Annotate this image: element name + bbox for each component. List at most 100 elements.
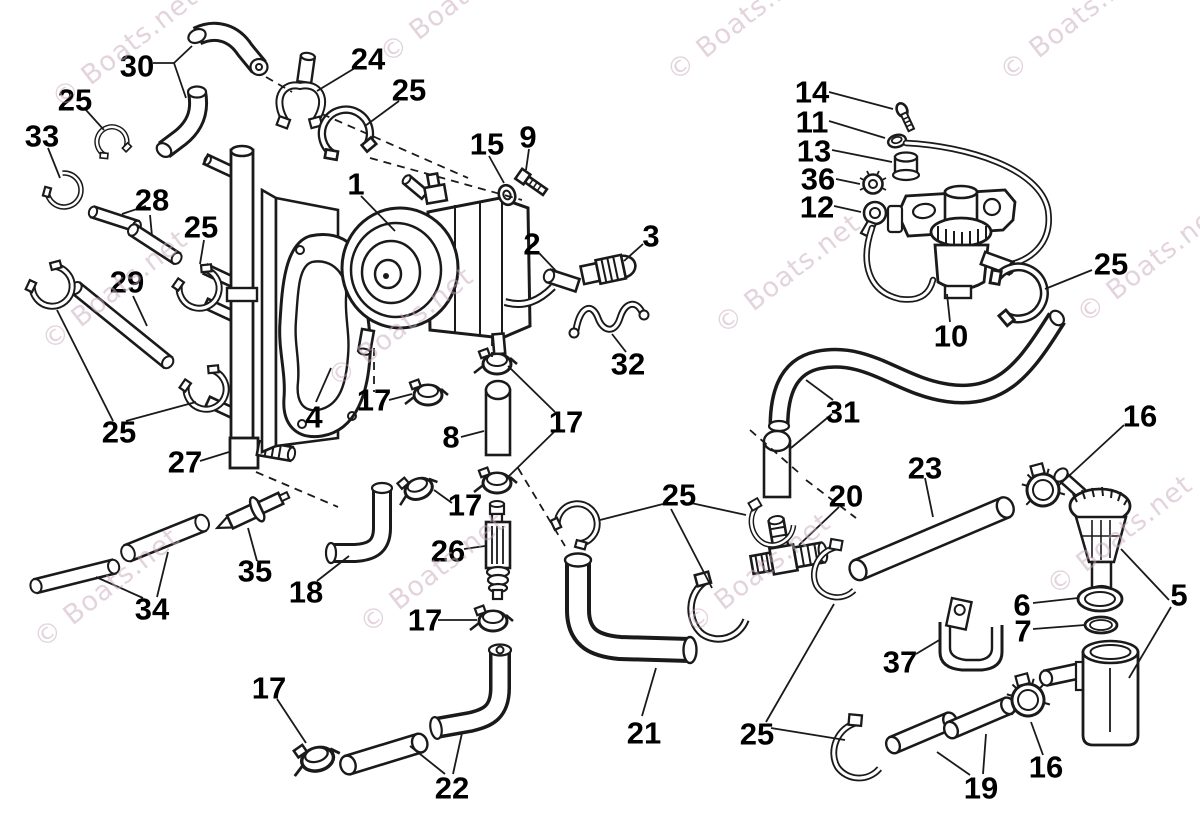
part-bolt-9 [513,166,549,197]
part-label-26: 26 [431,534,465,569]
spring-clamp-25 [548,494,607,552]
part-hose-22 [429,643,513,740]
part-label-7: 7 [1014,614,1031,649]
part-label-23: 23 [908,451,942,486]
part-label-16: 16 [1123,399,1157,434]
copyright-watermark: © Boats.net [36,224,194,357]
part-label-24: 24 [351,42,386,77]
copyright-watermark: © Boats.net [374,0,532,70]
part-label-22: 22 [435,771,469,806]
part-tube-22 [339,732,429,776]
part-wire-clip-32 [568,300,650,339]
part-label-25: 25 [740,717,774,752]
part-label-17: 17 [408,603,442,638]
part-tube-34a [29,558,121,595]
part-label-17: 17 [252,671,286,706]
drawing-layer [23,21,1172,780]
copyright-watermark: © Boats.net [709,208,867,341]
part-hose-30b [155,85,208,158]
part-ring-6 [1076,585,1124,613]
part-label-17: 17 [549,405,583,440]
part-filter-bowl-5 [1038,639,1140,747]
clamp-17 [403,378,450,407]
part-label-5: 5 [1170,578,1187,613]
part-tube-31 [762,429,792,499]
part-bracket-37 [938,596,1004,672]
part-label-4: 4 [305,400,323,435]
part-hose-31 [767,309,1066,433]
part-fuel-line-2 [503,268,582,309]
copyright-watermark: © Boats.net [994,0,1152,88]
part-label-16: 16 [1029,750,1063,785]
part-tube-19b [942,696,1017,740]
part-label-33: 33 [25,119,59,154]
part-check-valve-35 [214,490,291,531]
part-label-8: 8 [442,420,459,455]
part-label-31: 31 [826,395,860,430]
copyright-watermark: © Boats.net [1071,197,1200,330]
part-o-ring-7 [1083,615,1119,635]
alignment-dashes [255,76,857,547]
part-label-37: 37 [883,645,917,680]
part-wire-loop [902,139,1052,270]
part-label-25: 25 [1094,247,1128,282]
part-c-clip-33 [41,170,84,210]
part-label-21: 21 [627,716,661,751]
clamp-17 [468,604,515,633]
part-hose-21 [563,552,698,665]
part-label-30: 30 [120,49,154,84]
part-bushing-13 [891,151,921,182]
part-label-15: 15 [470,127,504,162]
part-label-19: 19 [964,771,998,806]
part-wire-ground [863,224,937,303]
band-clamp-25 [832,713,884,780]
part-label-17: 17 [448,488,482,523]
part-label-27: 27 [168,445,202,480]
part-tube-29 [69,281,175,370]
part-label-20: 20 [829,479,863,514]
part-label-17: 17 [357,383,391,418]
part-label-14: 14 [795,75,830,110]
part-tube-23 [848,496,1015,582]
part-elbow-hose-18 [324,481,394,565]
part-label-11: 11 [796,105,829,140]
leader-lines [47,45,1172,776]
part-nut-36 [859,170,887,195]
part-label-29: 29 [110,265,144,300]
part-fuel-pump-1 [340,171,532,356]
part-label-25: 25 [58,83,92,118]
part-label-32: 32 [611,347,645,382]
part-label-18: 18 [289,575,323,610]
part-label-36: 36 [801,162,835,197]
part-tube-34b [120,513,210,563]
part-elbow-27 [228,436,297,470]
part-fuel-pipe [201,144,259,444]
clamp-17 [390,466,443,508]
part-tube-8 [484,379,512,457]
part-primer-pump-10 [886,184,1017,300]
spring-clamp-25 [91,122,132,161]
part-label-6: 6 [1013,588,1030,623]
part-clamp-11 [886,133,908,149]
part-hose-30a [187,21,269,77]
part-filter-element-5 [1053,467,1132,596]
part-label-28: 28 [135,183,169,218]
part-label-25: 25 [102,415,136,450]
part-label-13: 13 [797,134,831,169]
part-label-9: 9 [519,120,536,155]
part-clamp-24 [275,51,327,130]
part-label-12: 12 [800,190,834,225]
part-label-34: 34 [135,592,170,627]
part-label-25: 25 [184,210,218,245]
part-label-25: 25 [392,73,426,108]
part-label-1: 1 [347,167,364,202]
clamp-17 [285,734,345,779]
part-filter-26 [484,500,512,601]
part-label-25: 25 [662,478,696,513]
part-label-35: 35 [238,554,272,589]
part-screw-14 [895,102,916,133]
part-tube-28b [127,223,183,266]
